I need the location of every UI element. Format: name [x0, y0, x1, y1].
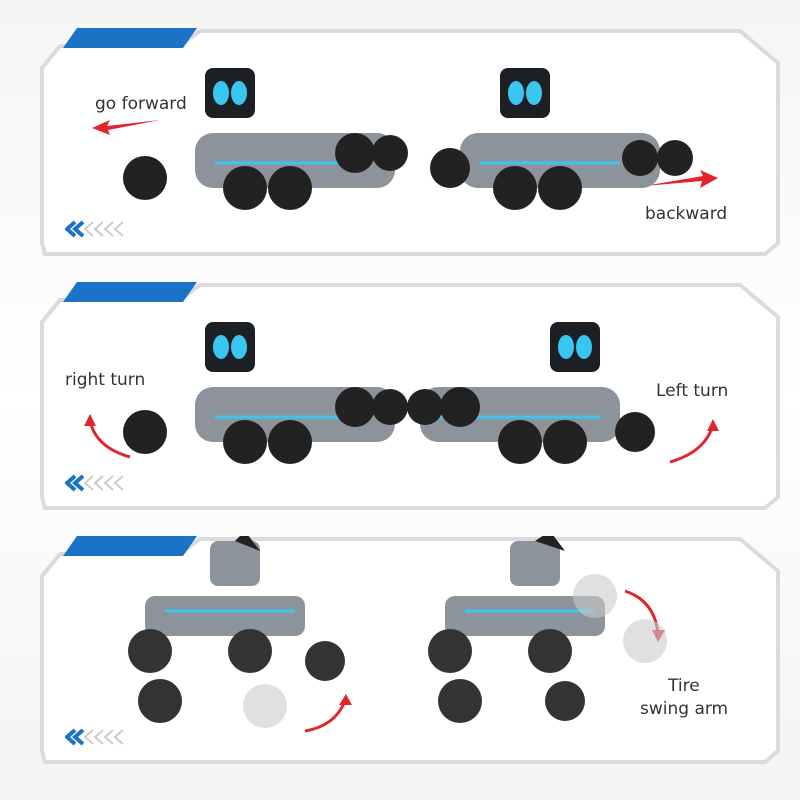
blue-tab [62, 282, 198, 302]
robot-dog-image [123, 322, 408, 464]
red-arrow-icon [84, 414, 131, 459]
label-backward: backward [645, 204, 728, 224]
label-swing-arm: swing arm [640, 699, 729, 719]
robot-dog-image [123, 68, 408, 210]
robot-dog-image [428, 536, 667, 723]
red-arrow-icon [644, 170, 718, 188]
robot-dog-image [430, 68, 693, 210]
label-go-forward: go forward [95, 94, 187, 114]
red-arrow-icon [304, 694, 352, 733]
label-left-turn: Left turn [656, 381, 729, 401]
panel-tire-swing-arm: Tire swing arm [40, 536, 782, 764]
label-tire: Tire [668, 676, 700, 696]
red-arrow-icon [669, 419, 719, 464]
robot-dog-image [407, 322, 655, 464]
chevrons-left-icon [65, 728, 124, 746]
red-arrow-icon [92, 120, 160, 135]
panel-forward-backward: go forward backward [40, 28, 782, 256]
label-right-turn: right turn [65, 370, 146, 390]
robot-dog-image [128, 536, 345, 728]
blue-tab [62, 28, 198, 48]
panel-turns: right turn Left turn [40, 282, 782, 510]
chevrons-left-icon [65, 220, 124, 238]
chevrons-left-icon [65, 474, 124, 492]
